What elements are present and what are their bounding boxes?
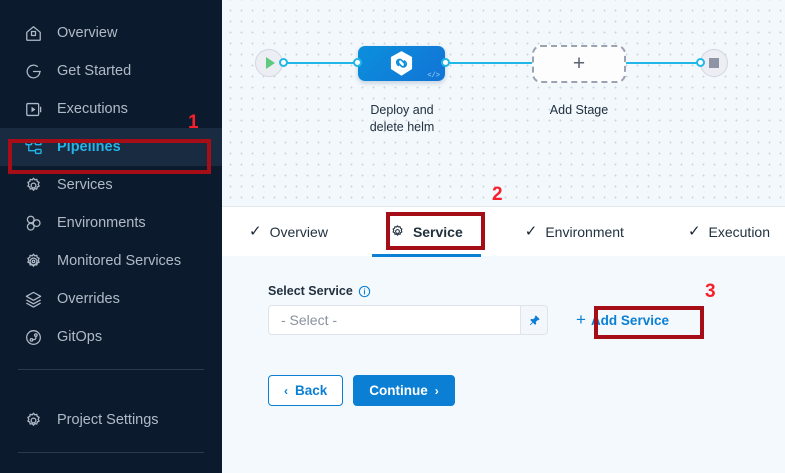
continue-button-label: Continue	[369, 383, 428, 398]
annotation-number-1: 1	[188, 112, 199, 133]
sidebar-item-label: Services	[57, 177, 113, 193]
sidebar-item-label: GitOps	[57, 329, 103, 345]
gear-icon	[390, 224, 405, 239]
tab-label: Environment	[545, 223, 624, 240]
layers-icon	[24, 290, 43, 309]
sidebar-item-label: Get Started	[57, 63, 132, 79]
sidebar-item-label: Environments	[57, 215, 146, 231]
tab-label: Overview	[269, 223, 328, 240]
venn-circles-icon	[24, 214, 43, 233]
gear-target-icon	[24, 252, 43, 271]
sidebar-item-monitored-services[interactable]: Monitored Services	[0, 242, 222, 280]
tab-bar: ✓ Overview Service ✓ Environment ✓ Execu…	[222, 206, 785, 257]
pipeline-stage-node[interactable]: </>	[358, 46, 445, 81]
annotation-number-2: 2	[492, 184, 503, 205]
sidebar-item-overview[interactable]: Overview	[0, 14, 222, 52]
home-icon	[24, 24, 43, 43]
back-button[interactable]: ‹ Back	[268, 375, 344, 406]
info-icon[interactable]	[358, 285, 371, 298]
stage-node-caption: Deploy and delete helm	[348, 102, 456, 136]
play-triangle-icon	[265, 57, 275, 69]
sidebar-divider-bottom	[18, 452, 204, 453]
sidebar-item-overrides[interactable]: Overrides	[0, 280, 222, 318]
sidebar-spacer	[0, 383, 222, 401]
sidebar-item-get-started[interactable]: Get Started	[0, 52, 222, 90]
pin-button[interactable]	[521, 305, 548, 335]
pipeline-node-row: </> +	[222, 45, 785, 88]
tab-label: Execution	[708, 223, 770, 240]
sidebar-item-label: Pipelines	[57, 139, 121, 155]
sidebar-item-label: Executions	[57, 101, 128, 117]
check-icon: ✓	[687, 223, 701, 240]
sidebar-item-pipelines[interactable]: Pipelines	[0, 128, 222, 166]
tab-label: Service	[412, 223, 463, 240]
connector-line-1	[284, 62, 362, 64]
add-service-label: Add Service	[590, 312, 669, 328]
connector-dot-stage-in	[353, 58, 362, 67]
gear-icon	[24, 411, 43, 430]
stage-caption-line1: Deploy and	[370, 103, 434, 117]
tab-service[interactable]: Service	[371, 207, 481, 257]
annotation-number-3: 3	[705, 281, 716, 302]
sidebar-item-label: Overview	[57, 25, 118, 41]
connector-line-3	[626, 62, 702, 64]
plus-icon: +	[572, 52, 586, 75]
connector-dot-stage-out	[441, 58, 450, 67]
sidebar-divider-top	[18, 369, 204, 370]
chevron-right-icon: ›	[434, 383, 439, 398]
back-button-label: Back	[295, 383, 328, 398]
sidebar-item-environments[interactable]: Environments	[0, 204, 222, 242]
tab-overview[interactable]: ✓ Overview	[249, 207, 328, 257]
rocket-circle-icon	[24, 62, 43, 81]
check-icon: ✓	[249, 223, 262, 240]
main-content: </> + Deploy and delete helm Add Stage	[222, 0, 785, 473]
stop-square-icon	[709, 58, 719, 68]
chevron-left-icon: ‹	[284, 383, 288, 398]
sidebar-item-services[interactable]: Services	[0, 166, 222, 204]
select-service-row: - Select - + Add Service	[268, 305, 785, 335]
pipeline-nodes-icon	[24, 138, 43, 157]
plus-icon: +	[576, 310, 586, 329]
sidebar-item-executions[interactable]: Executions	[0, 90, 222, 128]
gitops-circle-icon	[24, 328, 43, 347]
service-form: Select Service - Select -	[222, 256, 785, 406]
pipeline-canvas[interactable]: </> + Deploy and delete helm Add Stage	[222, 0, 785, 206]
add-service-link[interactable]: + Add Service	[570, 305, 675, 335]
add-stage-caption: Add Stage	[549, 103, 609, 117]
code-tag-icon: </>	[427, 72, 440, 80]
connector-line-2	[446, 62, 534, 64]
sidebar-item-label: Project Settings	[57, 412, 159, 428]
select-service-input[interactable]: - Select -	[268, 305, 521, 335]
select-service-label-row: Select Service	[268, 284, 785, 298]
select-service-label: Select Service	[268, 284, 353, 298]
gear-icon	[24, 176, 43, 195]
check-icon: ✓	[524, 223, 538, 240]
add-stage-node[interactable]: +	[532, 45, 626, 83]
pushpin-icon	[528, 314, 541, 327]
continue-button[interactable]: Continue ›	[353, 375, 455, 406]
sidebar-item-label: Overrides	[57, 291, 120, 307]
form-button-row: ‹ Back Continue ›	[268, 375, 785, 406]
sidebar: Overview Get Started Executions	[0, 0, 222, 473]
hexagon-chain-icon	[389, 50, 414, 77]
tab-environment[interactable]: ✓ Environment	[525, 207, 624, 257]
sidebar-item-label: Monitored Services	[57, 253, 182, 269]
sidebar-item-project-settings[interactable]: Project Settings	[0, 401, 222, 439]
connector-dot-start	[279, 58, 288, 67]
connector-dot-end	[696, 58, 705, 67]
play-box-icon	[24, 100, 43, 119]
tab-execution[interactable]: ✓ Execution	[688, 207, 770, 257]
sidebar-item-gitops[interactable]: GitOps	[0, 318, 222, 356]
stage-caption-line2: delete helm	[369, 120, 435, 134]
